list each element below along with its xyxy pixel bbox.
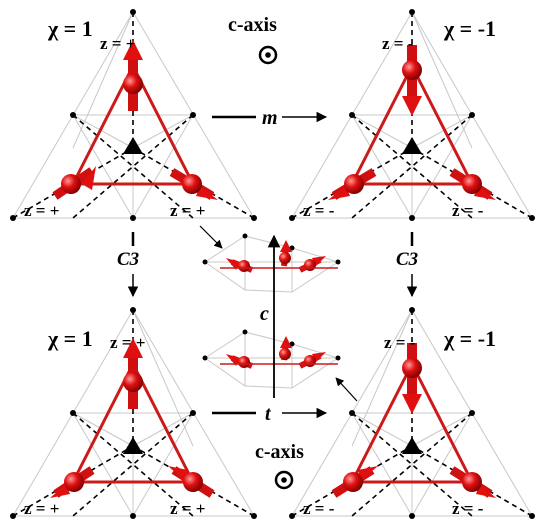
operation-c3-right: C3 bbox=[396, 232, 418, 298]
c-axis-indicator-bottom: c-axis bbox=[255, 441, 304, 490]
z-label-left: z = + bbox=[24, 499, 59, 518]
z-label-right: z = - bbox=[452, 499, 484, 518]
z-label-top: z = - bbox=[384, 333, 416, 352]
c-axis-label: c-axis bbox=[228, 14, 277, 36]
z-label-left: z = - bbox=[303, 499, 335, 518]
operation-c3-right-label: C3 bbox=[396, 249, 418, 270]
z-label-top: z = + bbox=[110, 333, 145, 352]
spin-arrow-right bbox=[449, 168, 496, 200]
center-3d-inset: c bbox=[199, 225, 358, 402]
spin-arrow-top bbox=[123, 40, 143, 111]
chirality-label: χ = 1 bbox=[47, 16, 93, 41]
z-label-top: z = + bbox=[100, 34, 135, 53]
spin-arrow-left bbox=[331, 466, 378, 498]
panel-top-right: χ = -1 z = - z = - z = - bbox=[289, 9, 535, 221]
c-axis-label: c-axis bbox=[255, 441, 304, 463]
z-label-left: z = - bbox=[303, 201, 335, 220]
spin-arrow-top bbox=[402, 343, 422, 414]
spin-arrow-left bbox=[52, 166, 96, 200]
operation-m: m bbox=[212, 107, 328, 129]
panel-top-left: χ = 1 z = + z = + z = + bbox=[10, 9, 257, 221]
operation-t: t bbox=[212, 403, 328, 425]
spin-arrow-top bbox=[123, 338, 143, 409]
spin-arrow-right bbox=[449, 466, 496, 498]
spin-arrow-right bbox=[168, 466, 215, 498]
operation-t-label: t bbox=[265, 403, 272, 425]
c-axis-indicator-top: c-axis bbox=[228, 14, 278, 65]
chirality-label: χ = -1 bbox=[443, 326, 496, 351]
z-label-right: z = - bbox=[452, 201, 484, 220]
spin-arrow-left bbox=[50, 466, 95, 498]
operation-c3-left-label: C3 bbox=[117, 249, 139, 270]
spin-arrow-right bbox=[169, 168, 218, 200]
c-axis-center-label: c bbox=[260, 303, 269, 325]
z-label-right: z = + bbox=[170, 499, 205, 518]
panel-bottom-left: χ = 1 z = + z = + z = + bbox=[10, 307, 257, 519]
panel-bottom-right: χ = -1 z = - z = - z = - bbox=[289, 307, 535, 519]
z-label-left: z = + bbox=[24, 201, 59, 220]
operation-m-label: m bbox=[262, 107, 278, 129]
spin-arrow-top bbox=[402, 45, 422, 116]
chirality-label: χ = 1 bbox=[47, 326, 93, 351]
operation-c3-left: C3 bbox=[117, 232, 139, 298]
z-label-top: z = - bbox=[382, 34, 414, 53]
z-label-right: z = + bbox=[170, 201, 205, 220]
spin-arrow-left bbox=[328, 168, 377, 200]
chirality-label: χ = -1 bbox=[443, 16, 496, 41]
